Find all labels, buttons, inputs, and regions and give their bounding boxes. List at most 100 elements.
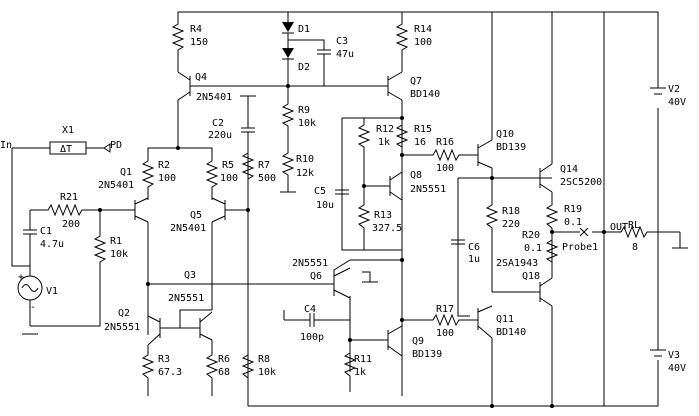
label-r8-value: 10k bbox=[258, 367, 276, 378]
resistor-r16 bbox=[430, 148, 460, 162]
label-q4-ref: Q4 bbox=[195, 72, 207, 83]
label-v2-ref: V2 bbox=[668, 84, 680, 95]
label-q4-value: 2N5401 bbox=[196, 92, 232, 103]
diode-d1 bbox=[282, 22, 294, 48]
resistor-r2 bbox=[141, 158, 155, 188]
label-rl-ref: RL bbox=[628, 220, 640, 231]
capacitor-c6 bbox=[451, 239, 465, 256]
label-q6-value: 2N5551 bbox=[292, 258, 328, 269]
label-r15-value: 16 bbox=[414, 137, 426, 148]
resistor-r18 bbox=[485, 202, 499, 232]
resistor-r21 bbox=[45, 203, 85, 217]
resistor-r1 bbox=[93, 232, 107, 264]
label-r9-ref: R9 bbox=[298, 105, 310, 116]
label-r2-value: 100 bbox=[158, 173, 176, 184]
label-v1-ref: V1 bbox=[46, 286, 58, 297]
label-c2-ref: C2 bbox=[212, 118, 224, 129]
label-r14-ref: R14 bbox=[414, 24, 432, 35]
label-q2-value: 2N5551 bbox=[104, 322, 140, 333]
label-r9-value: 10k bbox=[298, 118, 316, 129]
label-net-pd: PD bbox=[110, 140, 122, 151]
label-r20-ref: R20 bbox=[522, 230, 540, 241]
label-v3-ref: V3 bbox=[668, 350, 680, 361]
label-r11-ref: R11 bbox=[354, 354, 372, 365]
label-v2-value: 40V bbox=[668, 97, 686, 108]
capacitor-c3 bbox=[317, 49, 331, 60]
diode-d2 bbox=[282, 48, 294, 60]
label-q14-ref: Q14 bbox=[560, 164, 578, 175]
label-c5-value: 10u bbox=[316, 200, 334, 211]
label-r5-ref: R5 bbox=[222, 160, 234, 171]
label-r13-ref: R13 bbox=[374, 210, 392, 221]
label-c1-ref: C1 bbox=[40, 226, 52, 237]
label-r5-value: 100 bbox=[220, 173, 238, 184]
resistor-r15 bbox=[395, 122, 409, 150]
transistor-q5 bbox=[211, 197, 226, 223]
transistor-q7 bbox=[370, 71, 403, 101]
label-r3-ref: R3 bbox=[158, 354, 170, 365]
label-c4-value: 100p bbox=[300, 332, 324, 343]
resistor-r7 bbox=[241, 150, 255, 182]
resistor-r4 bbox=[171, 20, 185, 52]
label-q9-value: BD139 bbox=[412, 349, 442, 360]
ac-source-v1 bbox=[17, 275, 43, 301]
transistor-q11 bbox=[477, 305, 493, 339]
label-r11-value: 1k bbox=[354, 367, 366, 378]
battery-v3 bbox=[650, 349, 666, 357]
thermal-sensor-x1 bbox=[49, 141, 111, 155]
resistors bbox=[45, 20, 648, 380]
capacitor-c4 bbox=[309, 313, 318, 327]
label-r18-value: 220 bbox=[502, 219, 520, 230]
transistor-q10 bbox=[477, 139, 493, 169]
label-d1-ref: D1 bbox=[298, 24, 310, 35]
label-q7-value: BD140 bbox=[410, 89, 440, 100]
label-q5-ref: Q5 bbox=[190, 210, 202, 221]
label-r4-value: 150 bbox=[190, 37, 208, 48]
label-q18-value: 2SA1943 bbox=[496, 258, 538, 269]
labels: R4 150 D1 D2 C3 47u R14 100 Q4 2N5401 Q7… bbox=[0, 24, 686, 378]
label-r3-value: 67.3 bbox=[158, 367, 182, 378]
sources bbox=[17, 87, 688, 357]
resistor-rl bbox=[618, 225, 648, 239]
resistor-r8 bbox=[241, 352, 255, 380]
label-v1-plus: + bbox=[18, 272, 24, 283]
resistor-r19 bbox=[545, 202, 559, 229]
label-r21-ref: R21 bbox=[60, 192, 78, 203]
resistor-r11 bbox=[343, 350, 357, 378]
label-r10-ref: R10 bbox=[296, 154, 314, 165]
resistor-r20 bbox=[545, 236, 559, 263]
label-c4-ref: C4 bbox=[304, 304, 316, 315]
label-q18-ref: Q18 bbox=[522, 271, 540, 282]
label-q9-ref: Q9 bbox=[412, 336, 424, 347]
label-c2-value: 220u bbox=[208, 130, 232, 141]
resistor-r17 bbox=[430, 313, 460, 327]
resistor-r9 bbox=[281, 100, 295, 128]
junctions bbox=[98, 84, 606, 408]
resistor-r14 bbox=[395, 20, 409, 52]
label-r12-value: 1k bbox=[378, 137, 390, 148]
label-q10-ref: Q10 bbox=[496, 129, 514, 140]
label-r12-ref: R12 bbox=[376, 124, 394, 135]
label-q7-ref: Q7 bbox=[410, 76, 422, 87]
label-d2-ref: D2 bbox=[298, 62, 310, 73]
label-q2b-value: 2N5551 bbox=[168, 293, 204, 304]
diodes bbox=[282, 22, 294, 60]
label-q6-ref: Q6 bbox=[310, 271, 322, 282]
label-q1-ref: Q1 bbox=[120, 167, 132, 178]
label-x1-symbol: ΔT bbox=[60, 144, 72, 155]
capacitor-c2 bbox=[241, 127, 255, 150]
transistor-q2b bbox=[180, 311, 213, 341]
label-r19-value: 0.1 bbox=[564, 217, 582, 228]
label-c1-value: 4.7u bbox=[40, 239, 64, 250]
capacitor-c1 bbox=[23, 229, 37, 246]
resistor-r6 bbox=[205, 352, 219, 380]
label-q11-value: BD140 bbox=[496, 327, 526, 338]
label-r1-ref: R1 bbox=[110, 236, 122, 247]
label-c6-ref: C6 bbox=[468, 242, 480, 253]
label-q1-value: 2N5401 bbox=[98, 180, 134, 191]
label-x1-ref: X1 bbox=[62, 125, 74, 136]
label-r17-value: 100 bbox=[436, 328, 454, 339]
label-r10-value: 12k bbox=[296, 168, 314, 179]
label-q3-ref: Q3 bbox=[184, 270, 196, 281]
label-q8-value: 2N5551 bbox=[410, 184, 446, 195]
